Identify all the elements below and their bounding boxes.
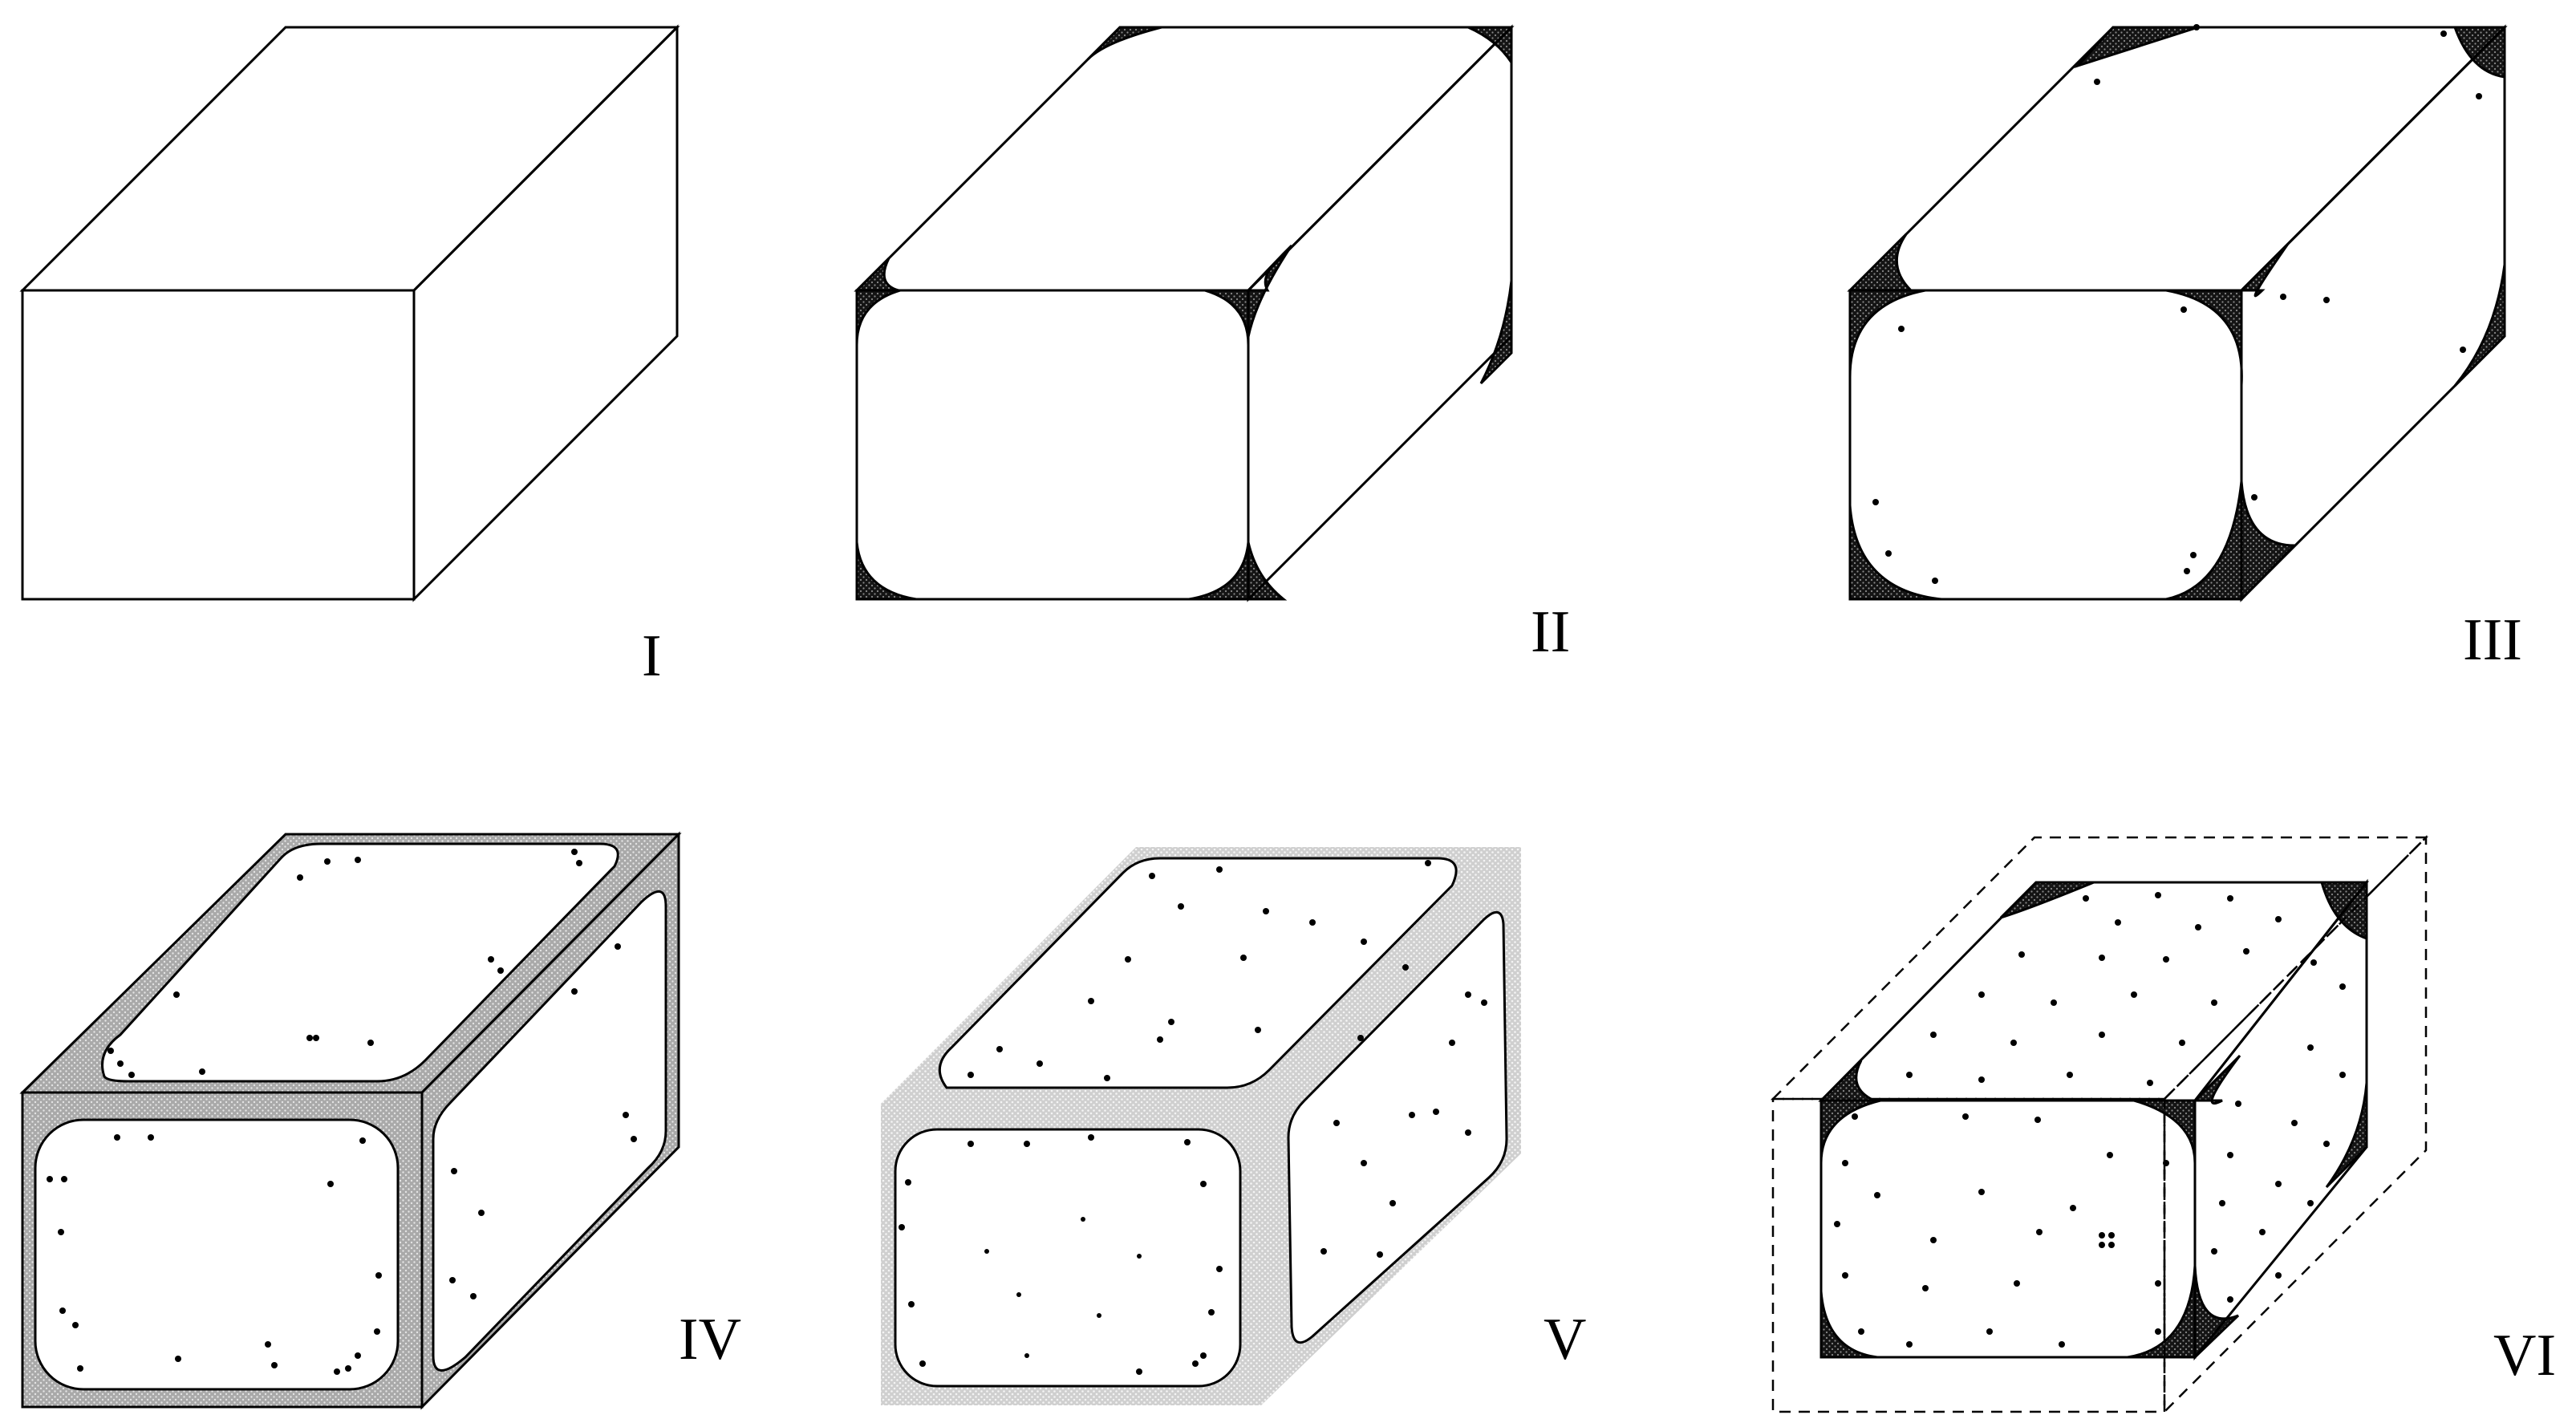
stage-2-side-corners xyxy=(1247,280,1513,601)
stage-5-top-inner xyxy=(938,857,1458,1089)
stage-6-top-corners xyxy=(1818,881,2368,1105)
stage-6-dots xyxy=(1834,892,2346,1348)
stage-3-front-face xyxy=(1848,289,2243,601)
stage-6-top-face xyxy=(1818,881,2370,1102)
stage-3-dots xyxy=(1872,24,2482,584)
stage-2-label: II xyxy=(1531,599,1570,665)
stage-4-box xyxy=(19,831,682,1410)
stage-2-front-corners xyxy=(855,289,1250,601)
stage-6-inner-dashed-diagonal xyxy=(2164,837,2427,1100)
stage-4-label: IV xyxy=(679,1307,741,1372)
stage-6-label: VI xyxy=(2493,1323,2556,1388)
stage-1-side-face xyxy=(412,24,679,602)
stage-3-label: III xyxy=(2463,607,2522,673)
stage-4-top-inner xyxy=(101,842,619,1083)
stage-2-top-corners xyxy=(854,26,1513,338)
stage-3-side-face xyxy=(2240,24,2506,602)
stage-3-top-face xyxy=(1847,26,2508,292)
stage-5-label: V xyxy=(1544,1307,1586,1372)
stage-6-outer-dashed xyxy=(1770,834,2429,1415)
stage-3-side-corners xyxy=(2240,264,2506,602)
stage-5-front-inner xyxy=(894,1128,1242,1388)
stage-6-inner-box xyxy=(1818,837,2427,1361)
stage-5-side-inner xyxy=(1287,910,1508,1344)
stage-3-box xyxy=(1847,24,2508,602)
stage-4-dots xyxy=(47,849,637,1375)
stage-4-side-inner xyxy=(432,890,667,1372)
stage-2-side-face xyxy=(1247,24,1513,602)
stage-2-front-face xyxy=(855,289,1250,601)
stage-3-front-corners xyxy=(1848,289,2243,601)
stage-1-label: I xyxy=(642,623,662,689)
stage-6-box xyxy=(1770,834,2429,1415)
stage-1-box xyxy=(19,24,680,602)
stage-6-side-face xyxy=(2193,878,2368,1361)
stage-2-box xyxy=(854,24,1515,602)
stage-6-front-face xyxy=(1819,1099,2197,1359)
stage-4-front-inner xyxy=(34,1118,400,1391)
stage-1-front-face xyxy=(21,289,416,601)
stage-5-box xyxy=(881,847,1521,1405)
stage-3-top-corners xyxy=(1847,26,2506,298)
stage-6-side-corners xyxy=(2193,1082,2368,1360)
stage-6-front-corners xyxy=(1819,1099,2197,1359)
stage-1-top-face xyxy=(19,26,680,292)
stage-5-dots xyxy=(899,860,1487,1375)
stage-2-top-face xyxy=(854,26,1515,292)
